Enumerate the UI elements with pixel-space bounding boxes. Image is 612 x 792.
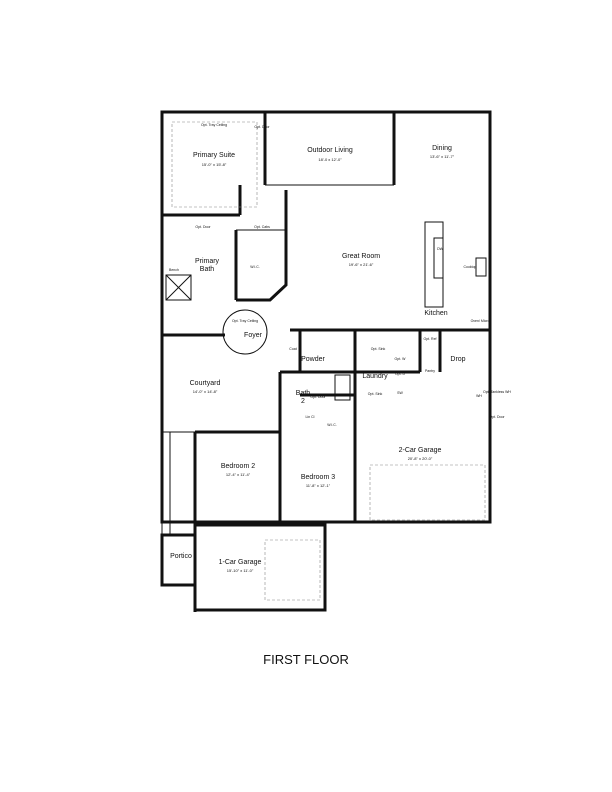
courtyard-dim: 14'-0" x 14'-8" <box>193 389 218 394</box>
bedroom2-dim: 12'-4" x 11'-4" <box>226 472 251 477</box>
floor-caption: FIRST FLOOR <box>263 652 349 667</box>
opt-sink-note-2: Opt. Sink <box>368 392 383 396</box>
bedroom2-label: Bedroom 2 <box>221 463 255 470</box>
bathtub <box>334 374 351 401</box>
primary-bath-label-1: Primary <box>195 258 220 265</box>
primary-bath-label-2: Bath <box>200 266 215 273</box>
bench-note: Bench <box>169 268 179 272</box>
dining-dim: 13'-6" x 11'-7" <box>430 154 455 159</box>
shower <box>165 274 192 301</box>
bath2-label-1: Bath <box>296 390 311 397</box>
cooktop-note: Cooktop <box>463 265 476 269</box>
drop-label: Drop <box>450 356 465 363</box>
primary-suite-label: Primary Suite <box>193 152 235 159</box>
bath2-label-2: 2 <box>301 398 305 405</box>
laundry-label: Laundry <box>362 373 388 380</box>
opt-w-note: Opt. W <box>395 357 407 361</box>
foyer-tray-note: Opt. Tray Ceiling <box>232 319 258 323</box>
opt-door-note: Opt. Door <box>254 125 270 129</box>
portico-label: Portico <box>170 553 192 560</box>
opt-sink-note: Opt. Sink <box>371 347 386 351</box>
cooktop <box>475 257 487 277</box>
bedroom3-label: Bedroom 3 <box>301 474 335 481</box>
tankless-note: Opt. Tankless WH <box>483 390 511 394</box>
lin-note: Lin Cl <box>306 415 315 419</box>
opt-cabs-note: Opt. Cabs <box>254 225 270 229</box>
garage1-label: 1-Car Garage <box>219 559 262 566</box>
opt-door-note-4: Opt. Door <box>310 395 326 399</box>
opt-tray-note: Opt. Tray Ceiling <box>201 123 227 127</box>
wic2-label: W.I.C. <box>327 423 337 427</box>
opt-ref-note: Opt. Ref <box>423 337 436 341</box>
opt-door-note-3: Opt. Door <box>489 415 505 419</box>
oven-note: Oven/ Micro <box>471 319 490 323</box>
foyer-label: Foyer <box>244 332 263 339</box>
wic-label: W.I.C. <box>250 265 260 269</box>
pantry-note: Pantry <box>425 369 435 373</box>
walls <box>160 110 492 612</box>
wh-note: WH <box>476 394 482 398</box>
kitchen-label: Kitchen <box>424 310 447 317</box>
great-room-label: Great Room <box>342 253 380 260</box>
room-labels: Primary Suite 15'-0" x 15'-8" Opt. Tray … <box>169 123 511 573</box>
bedroom3-dim: 11'-8" x 12'-1" <box>306 483 331 488</box>
powder-label: Powder <box>301 356 325 363</box>
garage2-label: 2-Car Garage <box>399 447 442 454</box>
sw-note: SW <box>397 391 403 395</box>
opt-d-note: Opt. D <box>395 372 406 376</box>
opt-door-note-2: Opt. Door <box>195 225 211 229</box>
foyer-rotunda <box>222 309 268 355</box>
outdoor-living-dim: 18'-0 x 12'-0" <box>318 157 342 162</box>
courtyard-label: Courtyard <box>190 380 221 387</box>
garage1-dim: 15'-10" x 11'-0" <box>227 568 254 573</box>
fixtures <box>165 121 487 601</box>
sink <box>433 237 444 279</box>
dining-label: Dining <box>432 145 452 152</box>
garage2-dim: 20'-8" x 20'-0" <box>408 456 433 461</box>
dw-note: DW <box>437 247 444 251</box>
outdoor-living-label: Outdoor Living <box>307 147 353 154</box>
coat-note: Coat <box>289 347 296 351</box>
great-room-dim: 19'-6" x 21'-6" <box>349 262 374 267</box>
primary-suite-dim: 15'-0" x 15'-8" <box>202 162 227 167</box>
